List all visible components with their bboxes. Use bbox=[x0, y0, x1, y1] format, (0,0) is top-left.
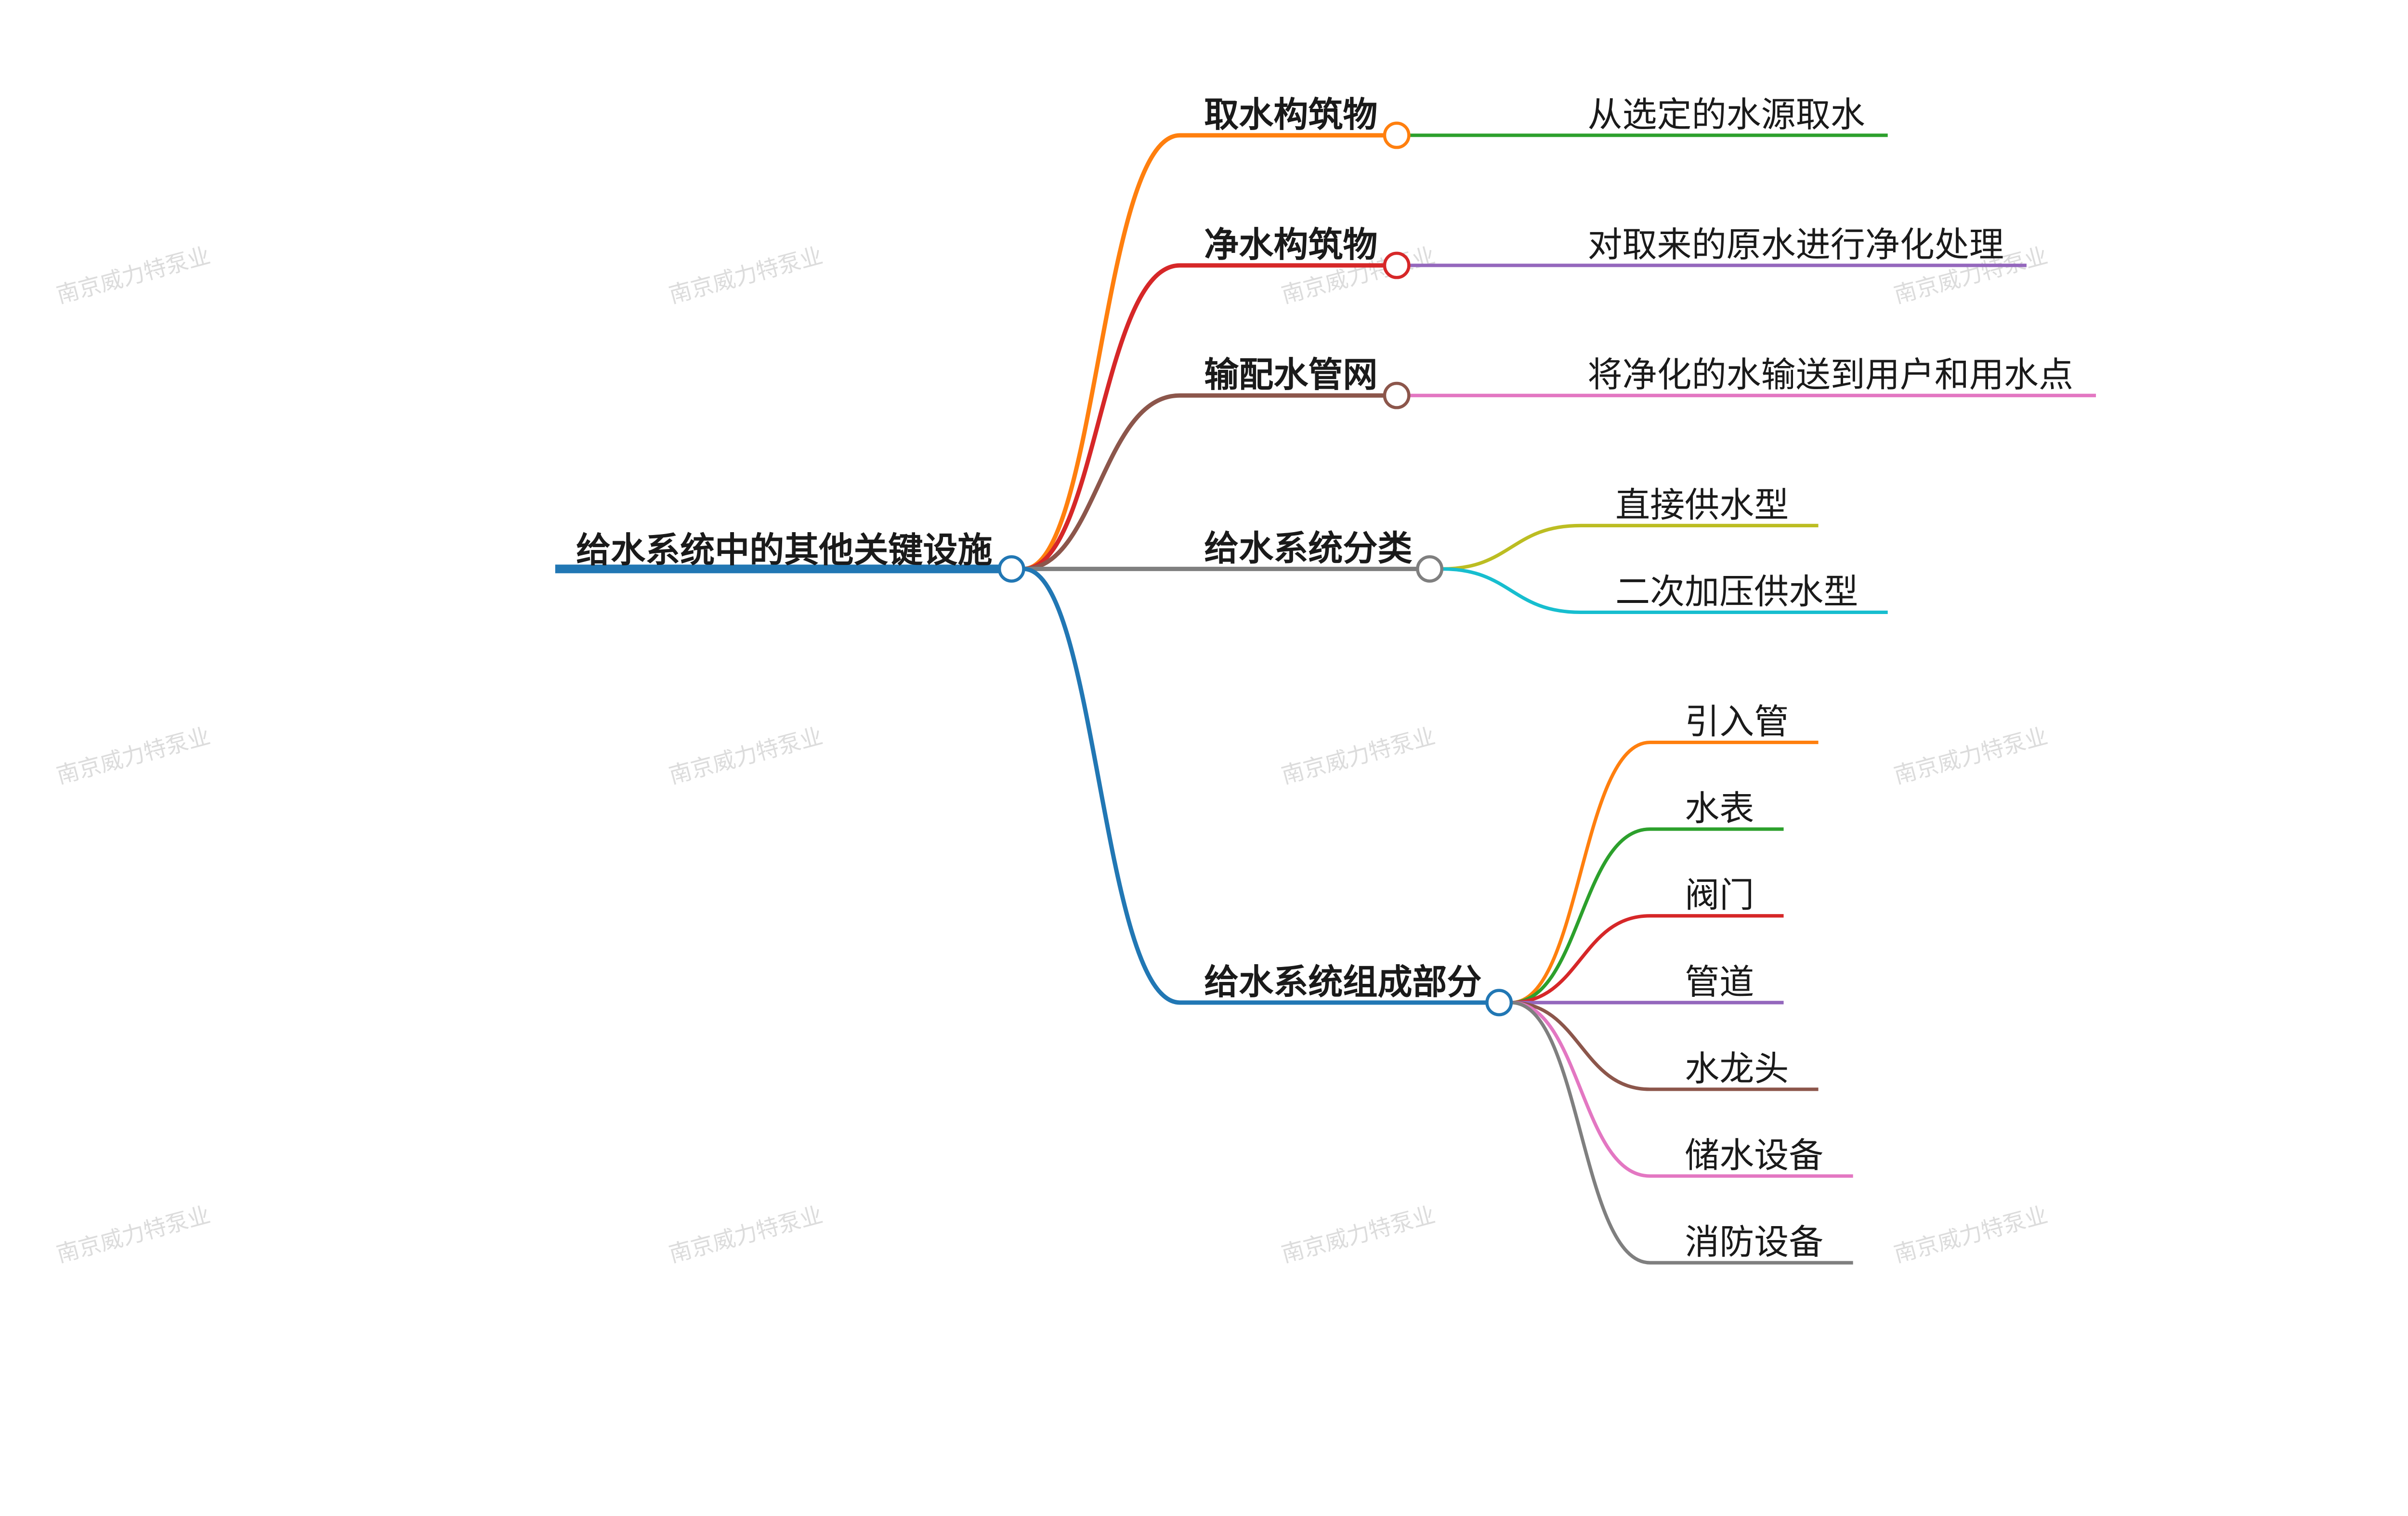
leaf-edge bbox=[1511, 1001, 1819, 1091]
root-collapse-toggle-circle[interactable] bbox=[997, 555, 1025, 583]
leaf-node-label[interactable]: 从选定的水源取水 bbox=[1587, 94, 1865, 135]
leaf-node-label[interactable]: 引入管 bbox=[1685, 702, 1789, 742]
watermark-text: 南京威力特泵业 bbox=[667, 1202, 826, 1268]
leaf-node-label[interactable]: 管道 bbox=[1685, 962, 1754, 1002]
collapse-toggle-circle[interactable] bbox=[1485, 989, 1513, 1017]
watermark-text: 南京威力特泵业 bbox=[667, 723, 826, 789]
watermark-text: 南京威力特泵业 bbox=[1279, 723, 1438, 789]
watermark-text: 南京威力特泵业 bbox=[54, 1202, 213, 1268]
leaf-node-label[interactable]: 将净化的水输送到用户和用水点 bbox=[1587, 354, 2073, 395]
leaf-node-label[interactable]: 消防设备 bbox=[1685, 1222, 1823, 1262]
branch-edge bbox=[1023, 393, 1385, 571]
leaf-node-label[interactable]: 直接供水型 bbox=[1615, 484, 1789, 525]
root-node-label[interactable]: 给水系统中的其他关键设施 bbox=[576, 530, 992, 570]
edges bbox=[555, 133, 2096, 1265]
leaf-node-label[interactable]: 水表 bbox=[1685, 788, 1754, 829]
leaf-edge bbox=[1511, 1001, 1853, 1178]
leaf-edge bbox=[1511, 914, 1784, 1005]
leaf-edge bbox=[1511, 740, 1819, 1005]
collapse-toggle-circle[interactable] bbox=[1383, 251, 1411, 279]
leaf-node-label[interactable]: 阀门 bbox=[1685, 875, 1754, 915]
watermark-text: 南京威力特泵业 bbox=[1279, 1202, 1438, 1268]
branch-edge bbox=[1023, 566, 1487, 1005]
watermark-text: 南京威力特泵业 bbox=[667, 243, 826, 309]
branch-node-label[interactable]: 给水系统分类 bbox=[1204, 528, 1412, 568]
leaf-node-label[interactable]: 水龙头 bbox=[1685, 1048, 1789, 1089]
collapse-toggle-circle[interactable] bbox=[1416, 555, 1444, 583]
leaf-edge bbox=[1511, 1001, 1853, 1265]
leaf-node-label[interactable]: 二次加压供水型 bbox=[1615, 571, 1858, 612]
collapse-toggle-circle[interactable] bbox=[1383, 121, 1411, 149]
watermark-text: 南京威力特泵业 bbox=[54, 243, 213, 309]
collapse-toggle-circle[interactable] bbox=[1383, 381, 1411, 409]
leaf-edge bbox=[1441, 567, 1888, 614]
leaf-node-label[interactable]: 对取来的原水进行净化处理 bbox=[1587, 224, 2003, 265]
branch-node-label[interactable]: 给水系统组成部分 bbox=[1204, 962, 1481, 1002]
watermark-text: 南京威力特泵业 bbox=[54, 723, 213, 789]
leaf-edge bbox=[1511, 827, 1784, 1005]
branch-node-label[interactable]: 净水构筑物 bbox=[1204, 224, 1377, 265]
leaf-node-label[interactable]: 储水设备 bbox=[1685, 1135, 1823, 1176]
branch-node-label[interactable]: 输配水管网 bbox=[1204, 354, 1377, 395]
branch-edge bbox=[1023, 263, 1385, 571]
branch-edge bbox=[1023, 133, 1385, 571]
branch-node-label[interactable]: 取水构筑物 bbox=[1204, 94, 1377, 135]
leaf-edge bbox=[1441, 523, 1819, 571]
watermark-text: 南京威力特泵业 bbox=[1891, 723, 2051, 789]
watermark-text: 南京威力特泵业 bbox=[1891, 1202, 2051, 1268]
